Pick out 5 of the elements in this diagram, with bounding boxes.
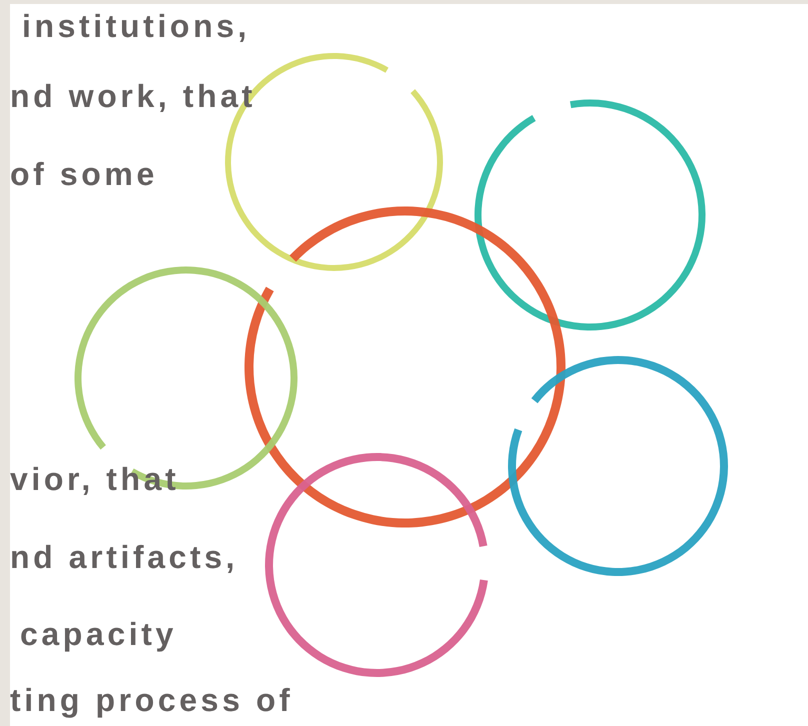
text-line: of some (10, 158, 158, 190)
text-line: nd artifacts, (10, 541, 238, 573)
text-line: capacity (20, 618, 177, 650)
text-line: ting process of (10, 684, 294, 716)
text-line: institutions, (22, 10, 250, 42)
